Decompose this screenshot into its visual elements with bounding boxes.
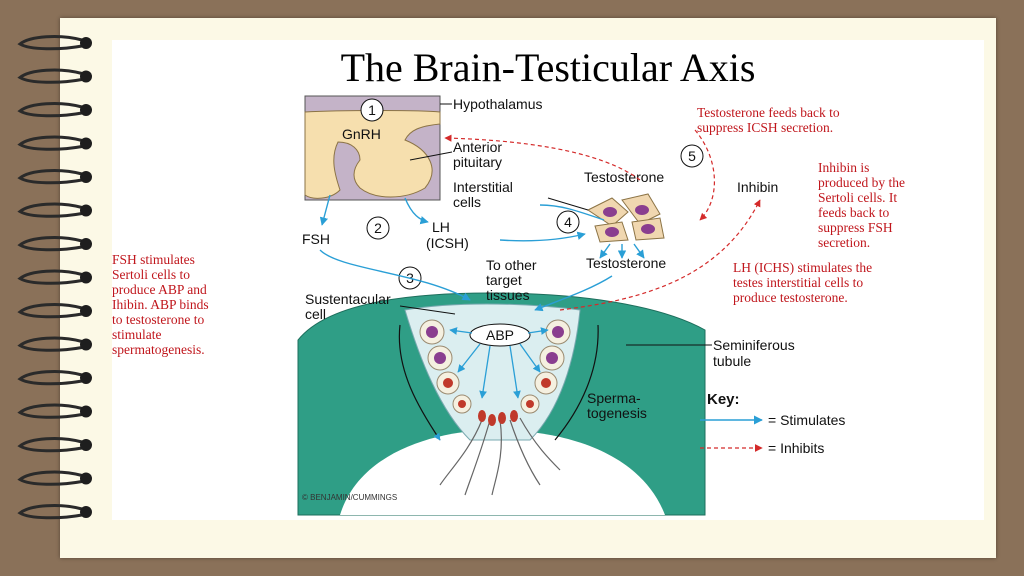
germ-cells-right (520, 319, 571, 414)
pituitary-gland (304, 110, 441, 199)
spiral-ring (17, 68, 92, 84)
interstitial-cells-label-2: cells (453, 194, 481, 210)
slide-title: The Brain-Testicular Axis (340, 45, 756, 90)
annotation-inhibin: Inhibin is produced by the Sertoli cells… (818, 160, 905, 250)
interstitial-leader (547, 197, 589, 211)
step-1-circle (360, 98, 384, 122)
annotation-fsh: FSH stimulates Sertoli cells to produce … (112, 252, 209, 357)
spiral-ring (17, 269, 92, 285)
sperm-tails (439, 417, 561, 496)
sustentacular-label-2: cell (305, 306, 326, 322)
interstitial-cells-label-1: Interstitial (453, 179, 513, 195)
lh-label-1: LH (432, 219, 450, 235)
abp-label: ABP (486, 327, 514, 343)
annotation-feedback-testosterone: Testosterone feeds back to suppress ICSH… (697, 105, 840, 135)
step-1-label: 1 (368, 102, 376, 118)
annotation-inhibin-line-3: Sertoli cells. It (818, 190, 897, 205)
annotation-fsh-line-3: produce ABP and (112, 282, 207, 297)
anterior-pituitary-label-1: Anterior (453, 139, 502, 155)
testosterone-mid-label: Testosterone (586, 255, 666, 271)
annotation-fsh-line-6: stimulate (112, 327, 162, 342)
seminiferous-label-1: Seminiferous (713, 337, 795, 353)
annotation-inhibin-line-4: feeds back to (818, 205, 889, 220)
annotation-fsh-line-2: Sertoli cells to (112, 267, 190, 282)
other-targets-label-3: tissues (486, 287, 530, 303)
spiral-ring (17, 102, 92, 118)
other-targets-label-2: target (486, 272, 522, 288)
tubule-flow-left (398, 324, 441, 441)
spiral-ring (17, 504, 92, 520)
abp-oval (469, 323, 531, 347)
key-title: Key: (707, 391, 740, 408)
spiral-ring (17, 403, 92, 419)
anterior-pituitary-label-2: pituitary (453, 154, 502, 170)
lh-label-2: (ICSH) (426, 235, 469, 251)
step-2-circle (366, 216, 390, 240)
spiral-ring (17, 202, 92, 218)
gnrh-label: GnRH (342, 126, 381, 142)
annotation-inhibin-line-1: Inhibin is (818, 160, 869, 175)
tubule-lumen (340, 430, 665, 515)
key-inhibits-label: = Inhibits (768, 440, 824, 456)
spiral-ring (17, 303, 92, 319)
spiral-ring (17, 437, 92, 453)
annotation-fsh-line-5: to testosterone to (112, 312, 204, 327)
spiral-binding (17, 35, 92, 520)
annotation-inhibin-line-2: produced by the (818, 175, 905, 190)
annotation-inhibin-line-5: suppress FSH (818, 220, 893, 235)
fsh-label: FSH (302, 231, 330, 247)
annotation-lh: LH (ICHS) stimulates the testes intersti… (733, 260, 872, 305)
pituitary-leader (409, 151, 453, 161)
annotation-fsh-line-4: Ihibin. ABP binds (112, 297, 209, 312)
spiral-ring (17, 236, 92, 252)
step-4-label: 4 (564, 214, 572, 230)
credit-label: © BENJAMIN/CUMMINGS (302, 493, 397, 502)
step-4-circle (556, 210, 580, 234)
spermatogenesis-label-1: Sperma- (587, 390, 641, 406)
step-5-label: 5 (688, 148, 696, 164)
spiral-ring (17, 135, 92, 151)
annotation-feedback-line-2: suppress ICSH secretion. (697, 120, 833, 135)
stimulate-arrows (319, 194, 645, 312)
annotation-feedback-line-1: Testosterone feeds back to (697, 105, 840, 120)
spiral-ring (17, 470, 92, 486)
sustentacular-label-1: Sustentacular (305, 291, 391, 307)
interstitial-cells (587, 193, 665, 243)
annotation-lh-line-2: testes interstitial cells to (733, 275, 863, 290)
seminiferous-label-2: tubule (713, 353, 751, 369)
sperm-heads (478, 410, 518, 426)
inhibit-arrows (444, 129, 761, 311)
abp-arrows (449, 327, 549, 399)
key-stimulates-label: = Stimulates (768, 412, 845, 428)
tubule-flow-right (554, 324, 599, 441)
annotation-lh-line-3: produce testosterone. (733, 290, 848, 305)
step-5-circle (680, 144, 704, 168)
germ-cells-left (419, 319, 472, 414)
annotation-inhibin-line-6: secretion. (818, 235, 870, 250)
step-2-label: 2 (374, 220, 382, 236)
testosterone-top-label: Testosterone (584, 169, 664, 185)
other-targets-label-1: To other (486, 257, 537, 273)
inhibin-label: Inhibin (737, 179, 778, 195)
spermatogenesis-label-2: togenesis (587, 405, 647, 421)
spiral-ring (17, 169, 92, 185)
spiral-ring (17, 370, 92, 386)
annotation-fsh-line-1: FSH stimulates (112, 252, 195, 267)
spiral-ring (17, 336, 92, 352)
hypothalamus-label: Hypothalamus (453, 96, 543, 112)
sustentacular-leader (399, 305, 456, 315)
annotation-lh-line-1: LH (ICHS) stimulates the (733, 260, 872, 275)
legend-key: Key: = Stimulates = Inhibits (700, 391, 845, 456)
spiral-ring (17, 35, 92, 51)
annotation-fsh-line-7: spermatogenesis. (112, 342, 205, 357)
